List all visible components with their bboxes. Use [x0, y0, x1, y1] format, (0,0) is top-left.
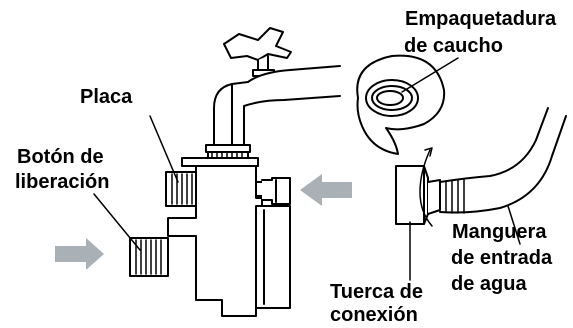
leader-lines — [93, 115, 179, 251]
label-boton-line1: Botón de — [17, 146, 104, 168]
label-empaquetadura-line1: Empaquetadura — [405, 8, 557, 30]
label-boton-line2: liberación — [15, 171, 110, 193]
label-manguera-line2: de entrada — [451, 247, 553, 269]
rubber-gasket-inset — [356, 54, 459, 155]
inlet-stub — [129, 237, 169, 277]
outlet-nipple — [261, 177, 291, 205]
label-manguera-line3: de agua — [451, 273, 527, 295]
faucet-body — [205, 65, 341, 161]
label-placa: Placa — [80, 86, 133, 108]
faucet-handle — [223, 27, 292, 77]
inlet-hose — [439, 107, 567, 245]
adapter-plate — [181, 157, 259, 167]
label-tuerca-line2: conexión — [330, 304, 418, 326]
label-empaquetadura-line2: de caucho — [404, 35, 503, 57]
adapter-body — [167, 165, 291, 317]
label-tuerca-line1: Tuerca de — [330, 281, 423, 303]
label-manguera-line1: Manguera — [452, 221, 547, 243]
connection-nut — [395, 147, 441, 281]
release-button — [165, 171, 197, 207]
flow-arrows — [55, 174, 352, 270]
arrow-into-adapter — [300, 174, 352, 206]
arrow-left-flow — [55, 238, 104, 270]
